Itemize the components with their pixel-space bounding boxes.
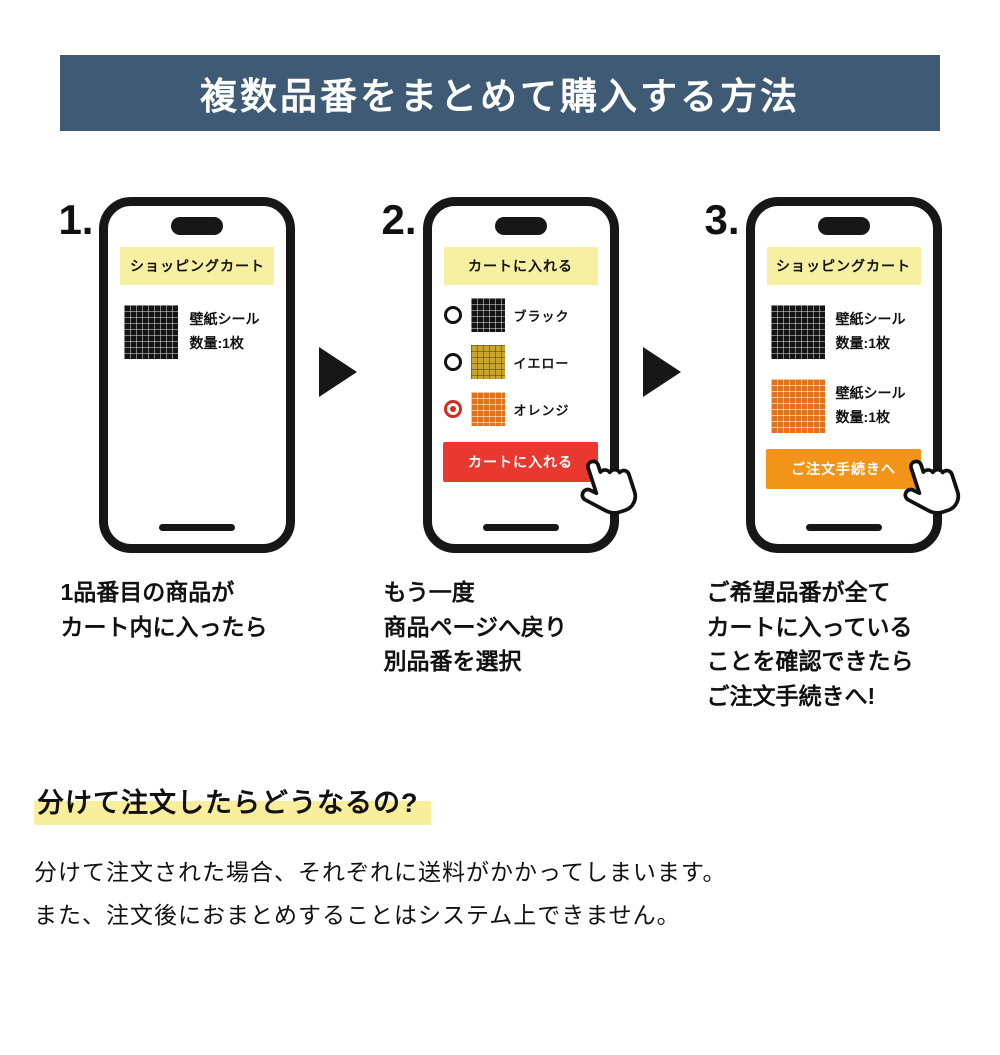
step-1-number: 1. bbox=[58, 196, 94, 243]
add-to-cart-button[interactable]: カートに入れる bbox=[443, 442, 598, 482]
item-quantity: 数量:1枚 bbox=[189, 335, 244, 351]
radio-yellow[interactable] bbox=[443, 353, 462, 371]
phone-1: ショッピングカート 壁紙シール 数量:1枚 bbox=[99, 197, 296, 553]
add-to-cart-header: カートに入れる bbox=[443, 247, 598, 285]
phone-2: カートに入れる ブラック イエロー オレンジ カートに入れる bbox=[422, 197, 637, 553]
option-label: オレンジ bbox=[513, 402, 570, 418]
phone-3: ショッピングカート 壁紙シール 数量:1枚 壁紙シール 数量:1枚 ご注文手続き bbox=[745, 197, 960, 553]
item-name: 壁紙シール bbox=[835, 311, 906, 328]
cart-item-text: 壁紙シール 数量:1枚 bbox=[189, 308, 259, 356]
home-indicator bbox=[159, 524, 236, 531]
hand-cursor-icon bbox=[903, 459, 960, 515]
page-title: 複数品番をまとめて購入する方法 bbox=[200, 76, 800, 117]
checkout-button[interactable]: ご注文手続きへ bbox=[766, 449, 921, 489]
step-2: 2. カートに入れる ブラック イエロー オレンジ bbox=[381, 196, 637, 679]
home-indicator bbox=[805, 524, 882, 531]
faq-section: 分けて注文したらどうなるの? bbox=[34, 781, 1000, 825]
option-label: イエロー bbox=[513, 355, 570, 371]
phone-notch bbox=[171, 217, 224, 235]
item-name: 壁紙シール bbox=[835, 385, 906, 402]
yellow-swatch bbox=[470, 345, 505, 379]
cart-item-text: 壁紙シール 数量:1枚 bbox=[836, 382, 906, 430]
phone-notch bbox=[494, 217, 547, 235]
arrow-right-icon bbox=[319, 347, 358, 397]
cart-item: 壁紙シール 数量:1枚 bbox=[124, 305, 278, 359]
option-label: ブラック bbox=[513, 308, 570, 324]
radio-orange-selected[interactable] bbox=[443, 400, 462, 418]
step-3-caption: ご希望品番が全て カートに入っている ことを確認できたら ご注文手続きへ! bbox=[706, 579, 914, 709]
black-swatch bbox=[770, 305, 825, 359]
home-indicator bbox=[482, 524, 559, 531]
cart-item-text: 壁紙シール 数量:1枚 bbox=[836, 308, 906, 356]
step-3-number: 3. bbox=[704, 196, 740, 243]
item-quantity: 数量:1枚 bbox=[835, 335, 890, 351]
faq-answer: 分けて注文された場合、それぞれに送料がかかってしまいます。 また、注文後におまと… bbox=[34, 859, 727, 928]
cart-header-1: ショッピングカート bbox=[120, 247, 275, 285]
step-2-number: 2. bbox=[381, 196, 417, 243]
black-swatch bbox=[470, 298, 505, 332]
step-2-caption: もう一度 商品ページへ戻り 別品番を選択 bbox=[383, 579, 568, 674]
faq-question: 分けて注文したらどうなるの? bbox=[34, 781, 431, 825]
item-quantity: 数量:1枚 bbox=[835, 409, 890, 425]
color-option-yellow[interactable]: イエロー bbox=[443, 345, 604, 379]
title-banner: 複数品番をまとめて購入する方法 bbox=[60, 55, 940, 131]
steps-row: 1. ショッピングカート 壁紙シール 数量:1枚 1品番目の商品が カート内に入… bbox=[0, 197, 1000, 713]
black-swatch bbox=[124, 305, 179, 359]
color-option-black[interactable]: ブラック bbox=[443, 298, 604, 332]
cart-item: 壁紙シール 数量:1枚 bbox=[770, 305, 925, 359]
step-1: 1. ショッピングカート 壁紙シール 数量:1枚 1品番目の商品が カート内に入… bbox=[58, 196, 296, 644]
orange-swatch bbox=[470, 392, 505, 426]
step-1-caption: 1品番目の商品が カート内に入ったら bbox=[60, 579, 268, 640]
color-option-orange[interactable]: オレンジ bbox=[443, 392, 604, 426]
phone-notch bbox=[817, 217, 870, 235]
cart-header-3: ショッピングカート bbox=[766, 247, 921, 285]
arrow-right-icon bbox=[642, 347, 681, 397]
item-name: 壁紙シール bbox=[189, 311, 260, 328]
orange-swatch bbox=[770, 379, 825, 433]
hand-cursor-icon bbox=[580, 459, 637, 515]
step-3: 3. ショッピングカート 壁紙シール 数量:1枚 壁紙シール 数量:1枚 bbox=[704, 196, 960, 713]
radio-black[interactable] bbox=[443, 306, 462, 324]
cart-item: 壁紙シール 数量:1枚 bbox=[770, 379, 925, 433]
